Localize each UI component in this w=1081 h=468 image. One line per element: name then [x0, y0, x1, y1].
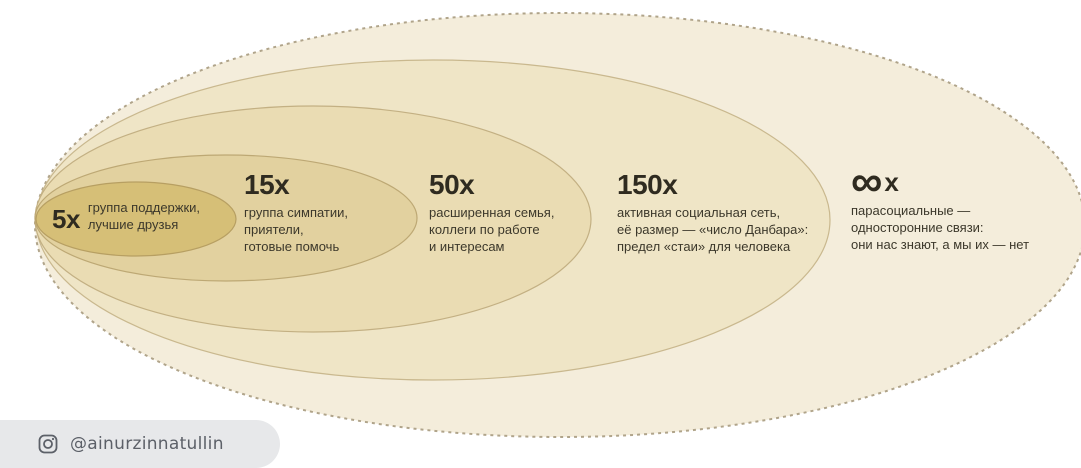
level-number-50: 50x	[429, 169, 475, 200]
level-description-infinite: парасоциальные — односторонние связи: он…	[851, 202, 1029, 253]
level-50-line-1: расширенная семья,	[429, 205, 555, 220]
level-description-150: активная социальная сеть, её размер — «ч…	[617, 204, 808, 255]
level-150-line-2: её размер — «число Данбара»:	[617, 222, 809, 237]
watermark-badge[interactable]: @ainurzinnatullin	[0, 420, 280, 468]
label-50x: 50x расширенная семья, коллеги по работе…	[429, 170, 554, 255]
label-5x: 5x группа поддержки, лучшие друзья	[52, 199, 200, 233]
level-150-line-1: активная социальная сеть,	[617, 205, 781, 220]
level-number-15: 15x	[244, 169, 290, 200]
level-infinite-line-3: они нас знают, а мы их — нет	[851, 237, 1030, 253]
level-50-line-3: и интересам	[429, 239, 505, 254]
level-5-line-1: группа поддержки,	[87, 200, 201, 215]
level-number-infinite: ∞x	[851, 160, 1029, 204]
level-number-150: 150x	[617, 169, 678, 200]
label-infinite: ∞x парасоциальные — односторонние связи:…	[851, 160, 1029, 253]
label-15x: 15x группа симпатии, приятели, готовые п…	[244, 170, 348, 255]
level-15-line-1: группа симпатии,	[244, 205, 349, 220]
level-15-line-3: готовые помочь	[244, 239, 340, 254]
level-infinite-line-2: односторонние связи:	[851, 220, 984, 236]
level-description-5: группа поддержки, лучшие друзья	[88, 199, 200, 233]
level-50-line-2: коллеги по работе	[429, 222, 540, 237]
level-number-5: 5x	[52, 204, 80, 234]
level-5-line-2: лучшие друзья	[87, 217, 179, 232]
level-15-line-2: приятели,	[244, 222, 304, 237]
level-description-50: расширенная семья, коллеги по работе и и…	[429, 204, 554, 255]
level-description-15: группа симпатии, приятели, готовые помоч…	[244, 204, 348, 255]
label-150x: 150x активная социальная сеть, её размер…	[617, 170, 808, 255]
watermark-handle: @ainurzinnatullin	[70, 434, 224, 454]
level-infinite-line-1: парасоциальные —	[851, 203, 971, 219]
instagram-icon	[38, 434, 58, 454]
level-150-line-3: предел «стаи» для человека	[617, 239, 791, 254]
infinity-suffix: x	[884, 167, 899, 197]
ellipse-5	[35, 181, 237, 257]
infinity-symbol: ∞	[851, 157, 883, 206]
